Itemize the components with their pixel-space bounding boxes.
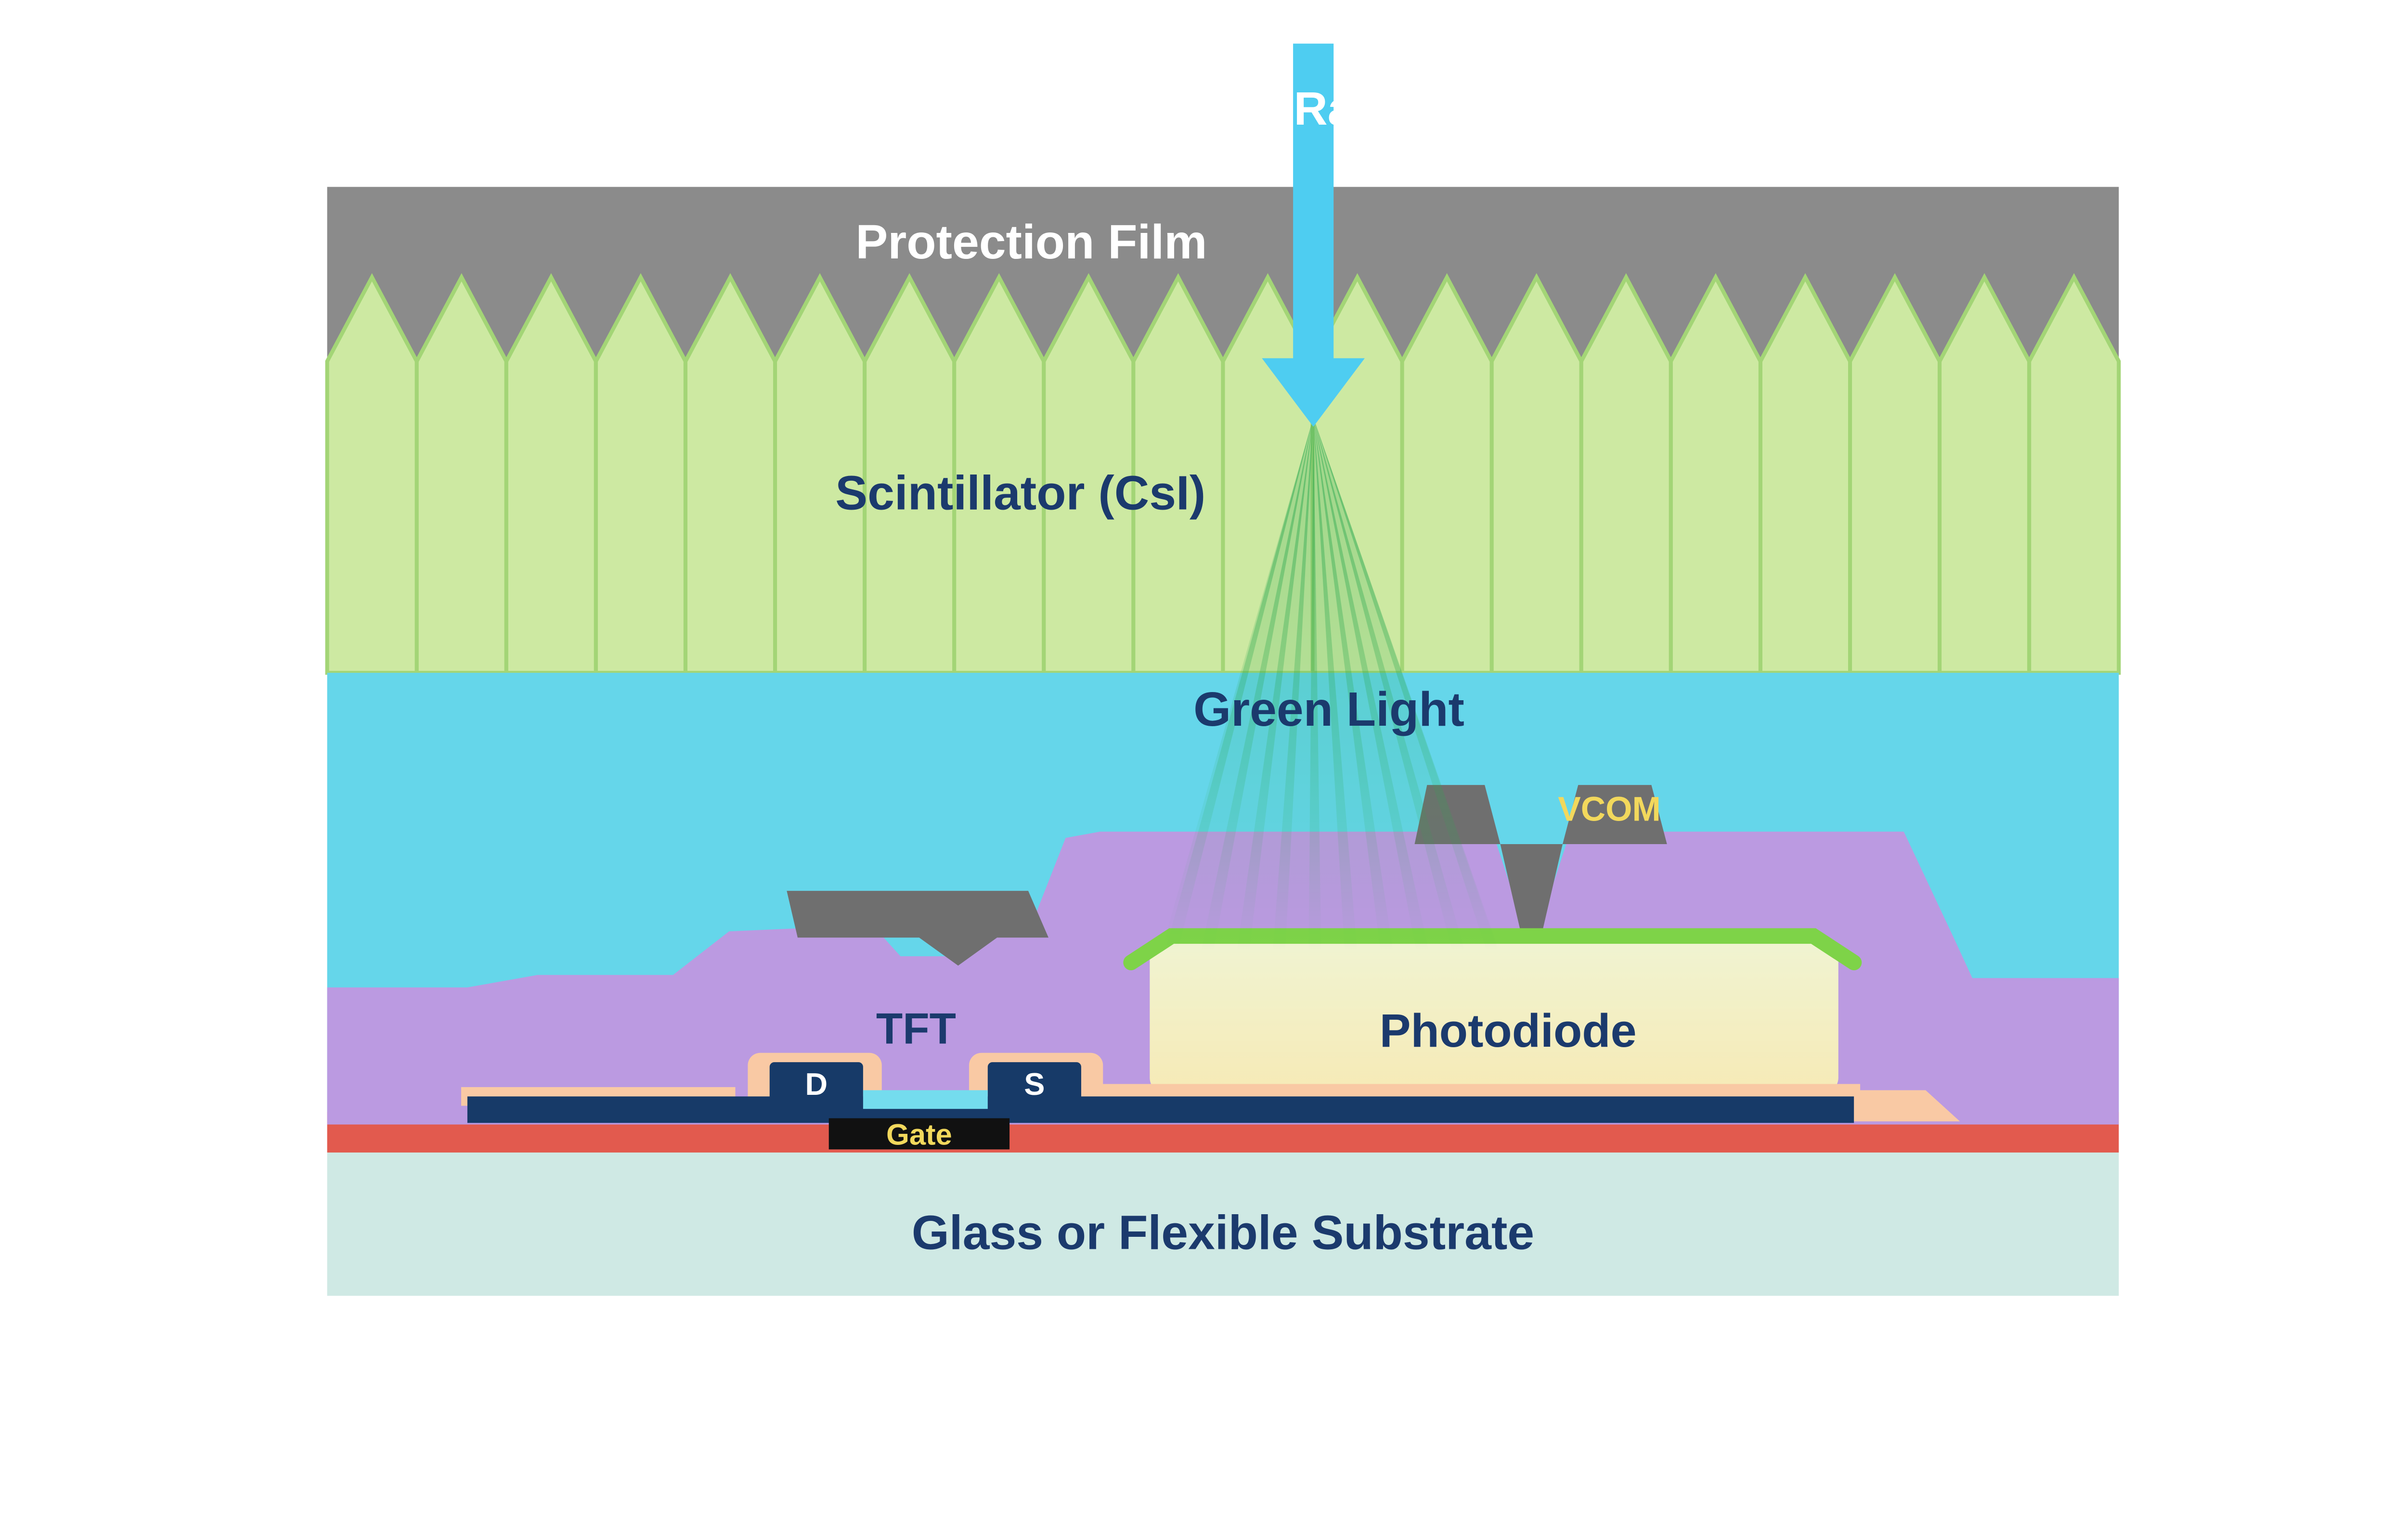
protection-film-label: Protection Film <box>855 215 1207 269</box>
xray-arrow <box>1262 43 1365 427</box>
vcom-label: VCOM <box>1558 791 1661 829</box>
protection-film-layer <box>327 187 2119 361</box>
gate-label: Gate <box>886 1118 952 1152</box>
source-label: S <box>1024 1066 1045 1102</box>
diagram-canvas: X-Ray Protection Film Scintillator (CsI)… <box>325 43 2121 1296</box>
passivation-right-step <box>1848 1090 1960 1122</box>
xray-label: X-Ray <box>1247 82 1380 135</box>
green-light-label: Green Light <box>1193 682 1464 736</box>
bottom-electrode-line <box>467 1096 1854 1123</box>
vcom-electrode <box>1414 785 1667 947</box>
tft-channel <box>863 1090 988 1109</box>
photodiode-label: Photodiode <box>1380 1004 1637 1057</box>
drain-electrode <box>769 1062 863 1103</box>
tft-label: TFT <box>876 1004 956 1053</box>
xray-arrow-shaft <box>1293 43 1334 361</box>
substrate-layer <box>327 1149 2119 1296</box>
gate-metal <box>828 1118 1010 1150</box>
xray-detector-cross-section-diagram: X-Ray Protection Film Scintillator (CsI)… <box>325 43 2121 1296</box>
substrate-label: Glass or Flexible Substrate <box>912 1206 1534 1259</box>
photodiode-body <box>1150 937 1838 1093</box>
xray-arrow-head <box>1262 358 1365 427</box>
tft-light-shield-metal <box>787 891 1048 966</box>
scintillator-columns <box>325 273 2121 675</box>
green-light-rays <box>1165 417 1499 950</box>
scintillator-label: Scintillator (CsI) <box>835 466 1205 520</box>
drain-label: D <box>805 1066 828 1102</box>
source-electrode <box>987 1062 1081 1103</box>
